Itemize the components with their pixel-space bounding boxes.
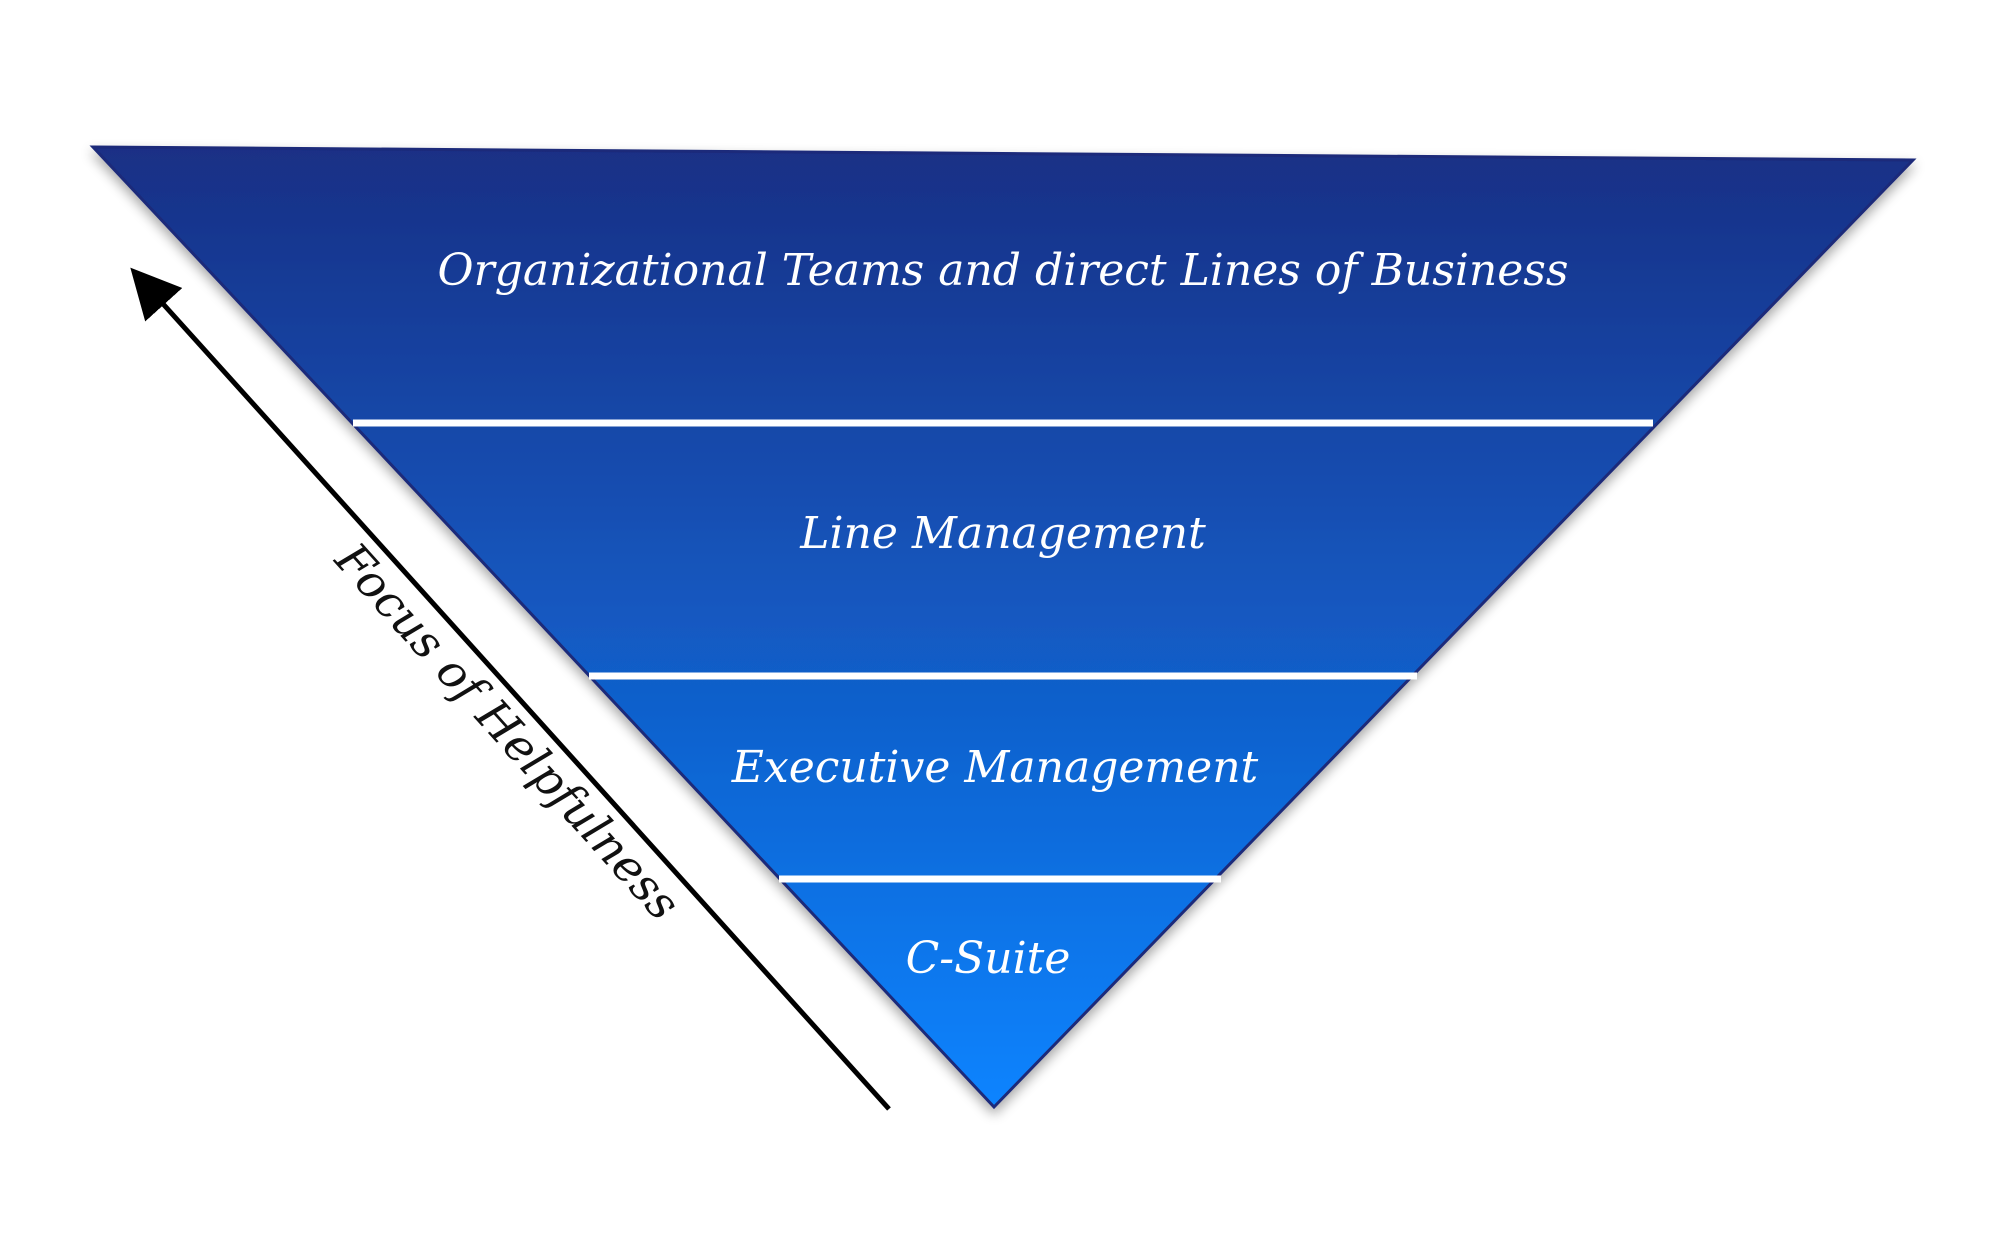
tier-label-c-suite: C-Suite [906,933,1071,984]
tier-label-organizational-teams: Organizational Teams and direct Lines of… [438,245,1569,296]
tier-label-line-management: Line Management [799,508,1206,559]
inverted-pyramid [89,145,1917,1110]
focus-arrow [130,267,891,1111]
tier-label-executive-management: Executive Management [731,742,1259,793]
